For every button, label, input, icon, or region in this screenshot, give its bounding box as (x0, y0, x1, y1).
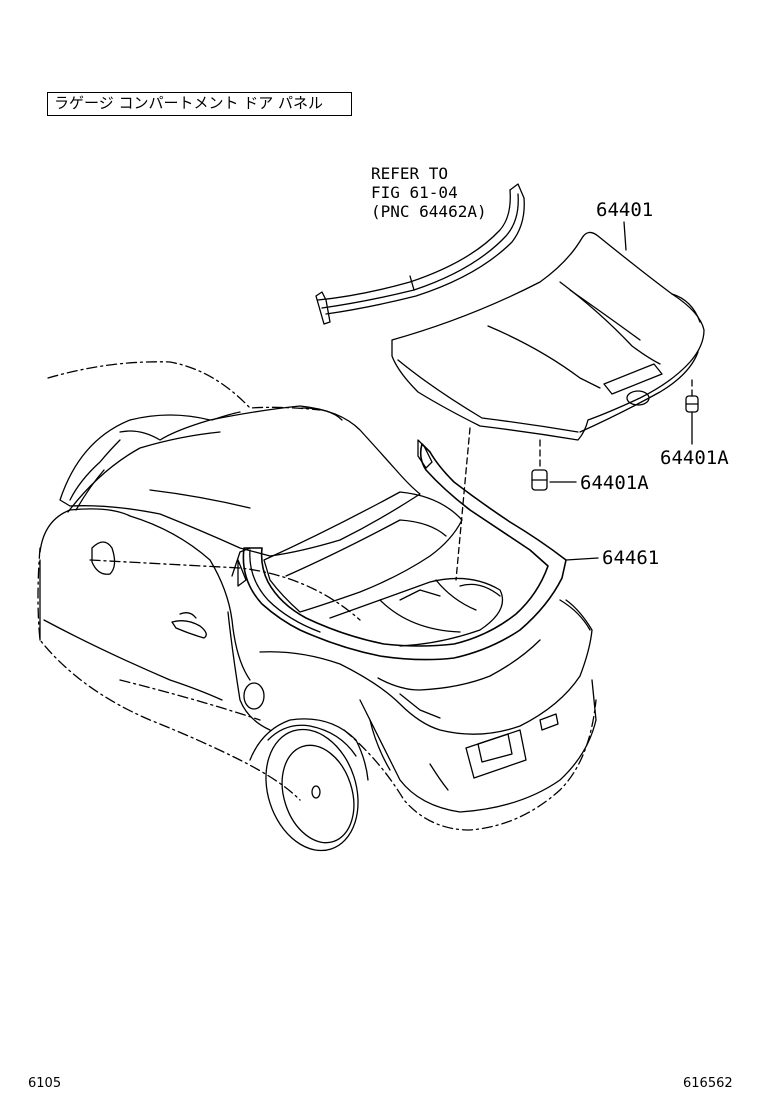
callout-64401A-center[interactable]: 64401A (580, 472, 649, 494)
callout-64401[interactable]: 64401 (596, 199, 654, 221)
cushion-right-drawing (686, 396, 698, 412)
callout-64401A-right[interactable]: 64401A (660, 447, 729, 469)
luggage-door-panel-drawing (392, 232, 704, 440)
footer-right-code: 616562 (683, 1076, 733, 1091)
refer-note: REFER TO FIG 61-04 (PNC 64462A) (371, 164, 487, 221)
callout-64461[interactable]: 64461 (602, 547, 660, 569)
refer-note-line3: (PNC 64462A) (371, 202, 487, 221)
footer-left-code: 6105 (28, 1076, 62, 1091)
car-body-drawing (38, 362, 596, 863)
diagram-title: ラゲージ コンパートメント ドア パネル (47, 92, 352, 116)
refer-note-line1: REFER TO (371, 164, 449, 183)
upper-seal-part (316, 184, 524, 324)
cushion-center-drawing (532, 470, 547, 490)
refer-note-line2: FIG 61-04 (371, 183, 458, 202)
